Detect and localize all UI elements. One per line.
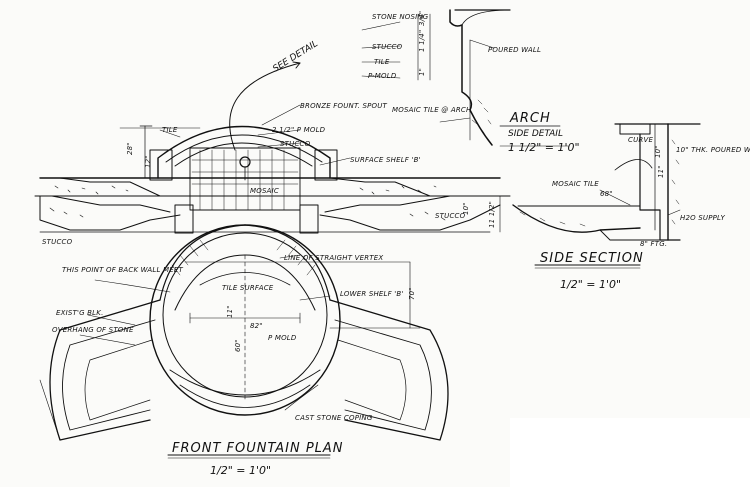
label-arch-tile: TILE [374, 58, 390, 66]
label-stucco: STUCCO [280, 140, 311, 148]
dim-82: 82" [250, 322, 263, 330]
label-cast-stone: CAST STONE COPING [295, 414, 373, 422]
dim-section-10: 10" [654, 145, 662, 158]
label-overhang: OVERHANG OF STONE [52, 326, 134, 334]
label-lower-shelf: LOWER SHELF 'B' [340, 290, 404, 298]
blank-corner [510, 418, 750, 487]
title-front-plan: FRONT FOUNTAIN PLAN [172, 441, 344, 456]
dim-28: 28" [126, 142, 134, 155]
dim-arch-1: 3/4" [418, 11, 426, 26]
label-mosaic: MOSAIC [250, 187, 279, 195]
label-arch-stucco: STUCCO [372, 43, 403, 51]
title-side-section: SIDE SECTION [540, 251, 644, 266]
label-mosaic-tile-arch: MOSAIC TILE @ ARCH [392, 106, 472, 114]
label-plan-p-mold: P MOLD [268, 334, 297, 342]
title-arch-sub: SIDE DETAIL [508, 129, 563, 139]
label-surface-shelf: SURFACE SHELF 'B' [350, 156, 421, 164]
label-p-mold: 2 1/2" P MOLD [272, 126, 326, 134]
dim-68: 68" [600, 190, 613, 198]
label-arch-p-mold: P-MOLD [368, 72, 397, 80]
scale-side-section: 1/2" = 1'0" [560, 278, 621, 291]
dim-plan-11: 11" [226, 305, 234, 318]
dim-60: 60" [234, 339, 242, 352]
side-section [499, 123, 701, 269]
dim-arch-3: 1" [418, 68, 426, 76]
arch-detail [361, 9, 569, 147]
label-mosaic-tile: MOSAIC TILE [552, 180, 599, 188]
scale-front-plan: 1/2" = 1'0" [210, 464, 271, 477]
label-curve: CURVE [628, 136, 653, 144]
label-tile: TILE [162, 126, 178, 134]
dim-11half: 11 1/2" [488, 201, 496, 228]
label-ftg: 8" FTG. [640, 240, 667, 248]
scale-arch: 1 1/2" = 1'0" [508, 141, 580, 154]
label-line-of-vertex: LINE OF STRAIGHT VERTEX [284, 254, 383, 262]
label-exist-blk: EXIST'G BLK. [56, 309, 104, 317]
label-stucco-left: STUCCO [42, 238, 73, 246]
label-h2o-supply: H2O SUPPLY [680, 214, 725, 222]
label-stone-nosing: STONE NOSING [372, 13, 429, 21]
label-tile-surface: TILE SURFACE [222, 284, 274, 292]
label-bronze-spout: BRONZE FOUNT. SPOUT [300, 102, 388, 110]
label-see-detail: SEE DETAIL [271, 39, 320, 75]
label-section-poured-wall: 10" THK. POURED WA [676, 146, 750, 154]
dim-12: 12" [144, 155, 152, 168]
front-fountain-plan [39, 224, 449, 459]
dim-arch-2: 1 1/4" [418, 30, 426, 52]
dim-70: 70" [408, 287, 416, 300]
dim-section-11: 11" [657, 165, 665, 178]
front-elevation [34, 61, 511, 234]
title-arch: ARCH [509, 111, 551, 126]
label-back-wall: THIS POINT OF BACK WALL MEET [62, 266, 184, 274]
label-poured-wall: POURED WALL [488, 46, 541, 54]
dim-10: 10" [462, 202, 470, 215]
label-stucco-right: STUCCO [435, 212, 466, 220]
